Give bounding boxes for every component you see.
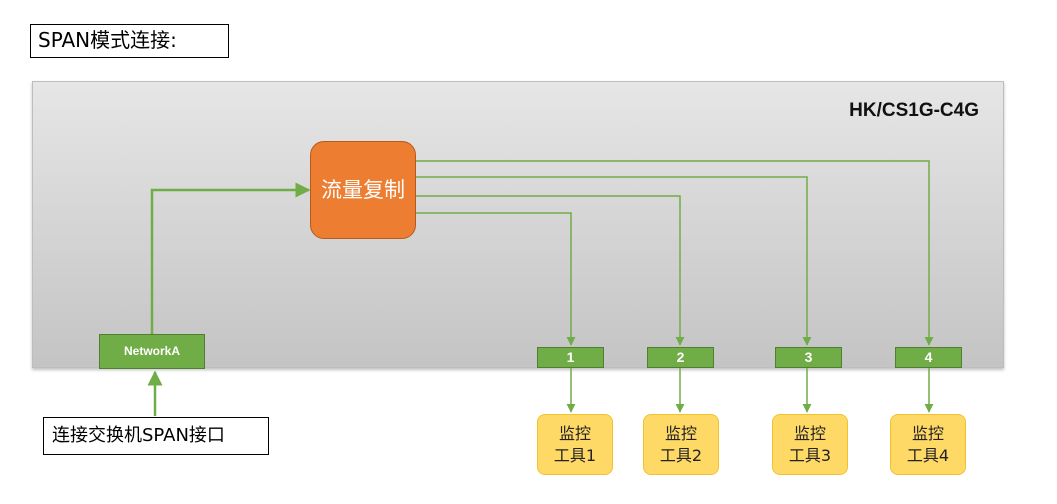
- monitor-port-1: 1: [537, 347, 604, 368]
- monitor-port-2: 2: [647, 347, 714, 368]
- monitor-tool-2-line1: 监控: [664, 423, 697, 443]
- monitor-tool-3: 监控 工具3: [772, 414, 848, 475]
- monitor-port-3: 3: [775, 347, 842, 368]
- line-replicator-to-port-1: [416, 212, 576, 346]
- page-title: SPAN模式连接:: [30, 24, 229, 58]
- device-model-label: HK/CS1G-C4G: [849, 100, 979, 121]
- monitor-tool-2-line2: 工具2: [659, 445, 703, 465]
- device-chassis: HK/CS1G-C4G: [32, 81, 1004, 368]
- monitor-tool-1: 监控 工具1: [537, 414, 613, 475]
- monitor-tool-3-line2: 工具3: [788, 445, 832, 465]
- monitor-tool-1-line1: 监控: [558, 423, 591, 443]
- monitor-tool-1-line2: 工具1: [553, 445, 597, 465]
- switch-span-connection-label: 连接交换机SPAN接口: [43, 417, 269, 455]
- monitor-port-4: 4: [895, 347, 962, 368]
- line-replicator-to-port-4: [416, 160, 934, 346]
- traffic-replicator-block: 流量复制: [310, 141, 416, 239]
- monitor-tool-4: 监控 工具4: [890, 414, 966, 475]
- line-replicator-to-port-3: [416, 176, 812, 346]
- network-port-a: NetworkA: [99, 334, 205, 369]
- line-network-to-replicator: [150, 182, 311, 334]
- monitor-tool-4-line1: 监控: [911, 423, 944, 443]
- monitor-tool-2: 监控 工具2: [643, 414, 719, 475]
- monitor-tool-4-line2: 工具4: [906, 445, 950, 465]
- line-replicator-to-port-2: [416, 195, 685, 346]
- monitor-tool-3-line1: 监控: [793, 423, 826, 443]
